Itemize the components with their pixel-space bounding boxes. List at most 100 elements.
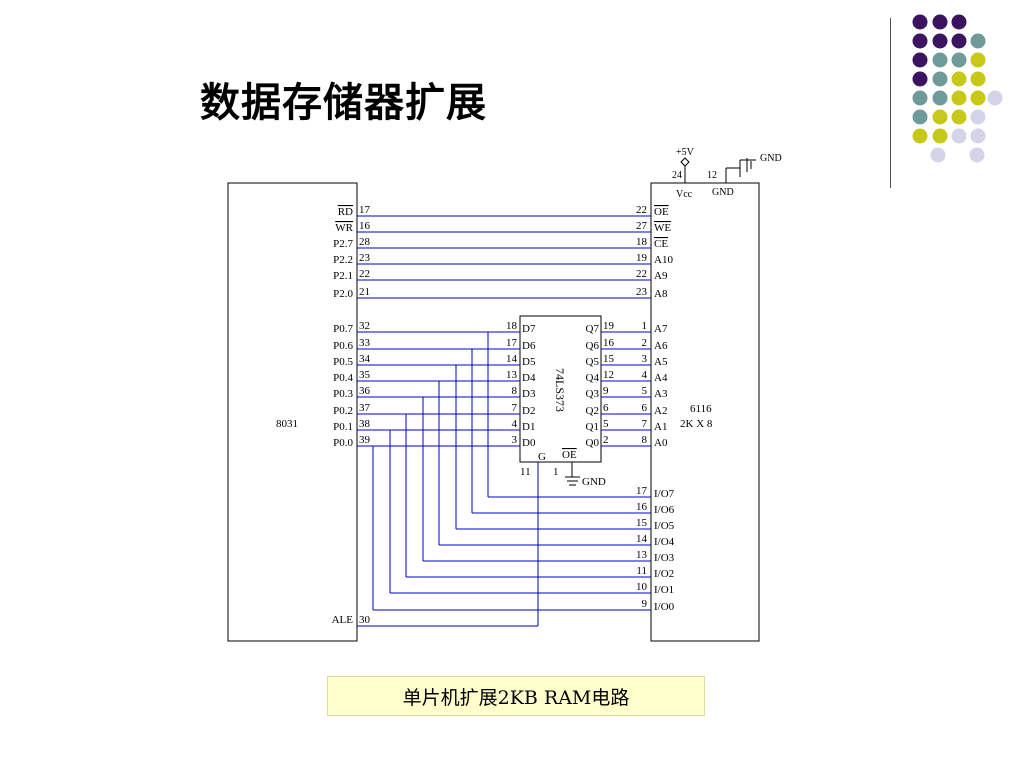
ram-pin-number: 16 xyxy=(636,501,648,513)
ram-pin-number: 7 xyxy=(642,418,648,430)
latch-pin-number: 5 xyxy=(603,418,609,430)
latch-g-number: 11 xyxy=(520,466,531,478)
cpu-pin-number: 23 xyxy=(359,252,371,264)
ram-pin-number: 6 xyxy=(642,402,648,414)
ram-pin-number: 1 xyxy=(642,320,648,332)
ram-pin-label: I/O1 xyxy=(654,584,674,596)
cpu-pin-number: 17 xyxy=(359,204,371,216)
gnd-pin-label: GND xyxy=(712,187,734,198)
cpu-pin-label: P0.7 xyxy=(333,323,353,335)
latch-pin-number: 13 xyxy=(506,369,518,381)
cpu-pin-number: 32 xyxy=(359,320,370,332)
cpu-pin-label: P2.0 xyxy=(333,288,353,300)
ram-pin-number: 5 xyxy=(642,385,648,397)
ram-pin-label: A9 xyxy=(654,270,668,282)
cpu-pin-label: P0.1 xyxy=(333,421,353,433)
ram-pin-label: I/O6 xyxy=(654,504,675,516)
ram-size-label: 2K X 8 xyxy=(680,418,713,430)
cpu-pin-number: 34 xyxy=(359,353,371,365)
latch-pin-number: 2 xyxy=(603,434,609,446)
latch-pin-number: 3 xyxy=(512,434,518,446)
ram-pin-number: 22 xyxy=(636,268,647,280)
vcc-diamond xyxy=(680,157,690,167)
latch-name-label: 74LS373 xyxy=(553,368,567,412)
ram-pin-label: A6 xyxy=(654,340,668,352)
vcc-supply-label: +5V xyxy=(676,147,695,158)
ram-pin-label: I/O3 xyxy=(654,552,675,564)
latch-pin-number: 15 xyxy=(603,353,615,365)
latch-pin-number: 18 xyxy=(506,320,518,332)
latch-pin-label: D2 xyxy=(522,405,535,417)
latch-pin-label: D3 xyxy=(522,388,536,400)
cpu-pin-label: P2.1 xyxy=(333,270,353,282)
ram-pin-number: 15 xyxy=(636,517,648,529)
ram-pin-number: 19 xyxy=(636,252,648,264)
ram-pin-label: A2 xyxy=(654,405,667,417)
ram-pin-number: 17 xyxy=(636,485,648,497)
ram-pin-label: WE xyxy=(654,222,671,234)
latch-pin-number: 9 xyxy=(603,385,609,397)
latch-pin-label: D7 xyxy=(522,323,536,335)
cpu-pin-label: P0.0 xyxy=(333,437,353,449)
ram-pin-number: 2 xyxy=(642,337,648,349)
cpu-pin-label: P0.3 xyxy=(333,388,353,400)
latch-pin-label: Q1 xyxy=(586,421,599,433)
ram-pin-number: 23 xyxy=(636,286,648,298)
ram-name-label: 6116 xyxy=(690,403,712,415)
ram-pin-number: 8 xyxy=(642,434,648,446)
latch-pin-label: Q6 xyxy=(586,340,600,352)
cpu-pin-number: 33 xyxy=(359,337,371,349)
ram-pin-label: A5 xyxy=(654,356,668,368)
latch-pin-number: 14 xyxy=(506,353,518,365)
cpu-pin-number: 16 xyxy=(359,220,371,232)
ram-pin-label: I/O4 xyxy=(654,536,675,548)
cpu-pin-number: 38 xyxy=(359,418,371,430)
latch-gnd-label: GND xyxy=(582,476,606,488)
ram-pin-label: A7 xyxy=(654,323,668,335)
latch-pin-label: Q2 xyxy=(586,405,599,417)
ram-pin-number: 18 xyxy=(636,236,648,248)
cpu-pin-label: P0.5 xyxy=(333,356,353,368)
latch-pin-label: D5 xyxy=(522,356,536,368)
cpu-pin-number: 22 xyxy=(359,268,370,280)
cpu-pin-number: 21 xyxy=(359,286,370,298)
latch-oe-label: OE xyxy=(562,449,577,461)
ram-pin-number: 10 xyxy=(636,581,648,593)
latch-pin-number: 16 xyxy=(603,337,615,349)
vcc-pin-label: Vcc xyxy=(676,189,693,200)
ram-pin-label: A3 xyxy=(654,388,668,400)
ram-pin-label: OE xyxy=(654,206,669,218)
latch-pin-label: D0 xyxy=(522,437,536,449)
ram-pin-number: 13 xyxy=(636,549,648,561)
cpu-pin-number: 36 xyxy=(359,385,371,397)
cpu-name-label: 8031 xyxy=(276,418,298,430)
caption-box: 单片机扩展2KB RAM电路 xyxy=(327,676,705,716)
cpu-pin-label: P0.6 xyxy=(333,340,353,352)
latch-pin-number: 8 xyxy=(512,385,518,397)
cpu-8031-box xyxy=(227,182,358,642)
caption-text: 单片机扩展2KB RAM电路 xyxy=(402,686,630,709)
latch-pin-label: D6 xyxy=(522,340,536,352)
ram-pin-label: I/O2 xyxy=(654,568,674,580)
decor-vertical-line xyxy=(890,18,891,188)
ram-pin-label: A8 xyxy=(654,288,668,300)
cpu-pin-number: 28 xyxy=(359,236,371,248)
ram-pin-label: I/O7 xyxy=(654,488,675,500)
cpu-pin-label: P2.2 xyxy=(333,254,353,266)
ram-6116-box xyxy=(650,182,760,642)
cpu-pin-number: 30 xyxy=(359,614,371,626)
gnd-symbol-label: GND xyxy=(760,153,782,164)
latch-pin-number: 7 xyxy=(512,402,518,414)
vcc-pin-number: 24 xyxy=(672,170,682,181)
latch-g-label: G xyxy=(538,451,546,463)
latch-pin-number: 17 xyxy=(506,337,518,349)
cpu-pin-label: P0.4 xyxy=(333,372,353,384)
ram-pin-label: A10 xyxy=(654,254,673,266)
latch-pin-label: Q3 xyxy=(586,388,600,400)
latch-pin-number: 19 xyxy=(603,320,615,332)
latch-pin-number: 6 xyxy=(603,402,609,414)
gnd-pin-number: 12 xyxy=(707,170,717,181)
latch-pin-label: D4 xyxy=(522,372,536,384)
ram-pin-number: 11 xyxy=(636,565,647,577)
